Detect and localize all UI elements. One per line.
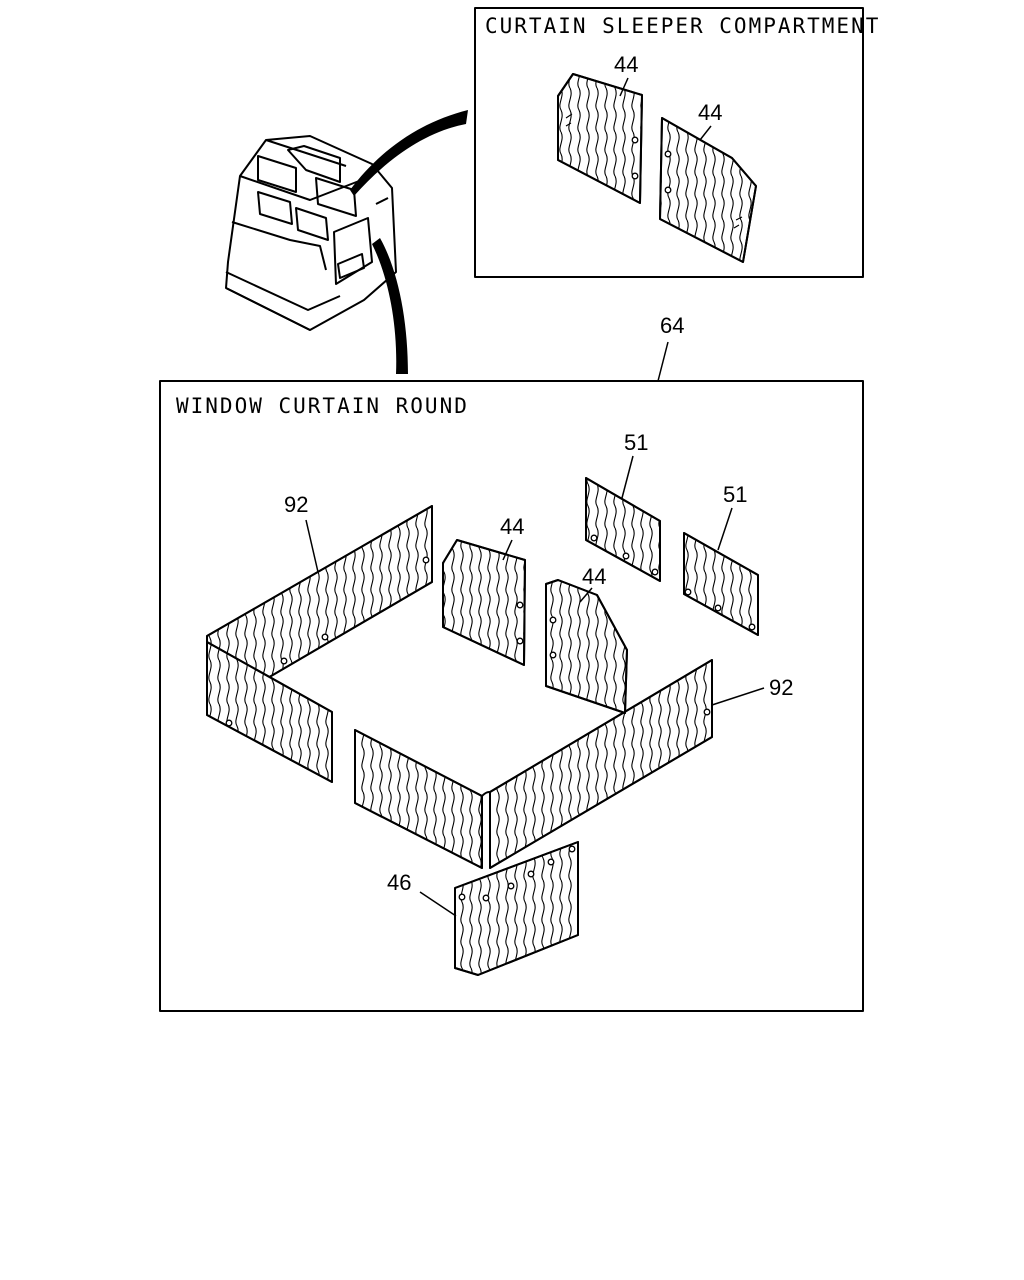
callout-sleeper-44-b: 44	[698, 100, 722, 125]
leader-46	[419, 891, 457, 917]
sleeper-curtain-panel-b	[659, 117, 757, 263]
curtain-panel-44-a	[442, 539, 526, 666]
leader-51-a	[621, 455, 634, 499]
connector-arc-sleeper	[350, 110, 468, 196]
callout-92-right: 92	[769, 675, 793, 700]
window-curtain-box: WINDOW CURTAIN ROUND	[159, 380, 864, 1012]
callout-92-left: 92	[284, 492, 308, 517]
curtain-panel-51-b	[683, 532, 759, 636]
leader-sleeper-44-b	[699, 125, 712, 141]
leader-92-left	[305, 519, 319, 573]
sleeper-curtain-panel-a	[557, 73, 643, 204]
callout-51-b: 51	[723, 482, 747, 507]
leader-assembly-64	[657, 341, 669, 382]
curtain-panel-92-right-front	[354, 729, 483, 869]
leader-sleeper-44-a	[619, 77, 629, 97]
window-box-title: WINDOW CURTAIN ROUND	[176, 394, 469, 418]
callout-44-b: 44	[582, 564, 606, 589]
curtain-panel-44-b	[545, 579, 628, 714]
sleeper-compartment-box: CURTAIN SLEEPER COMPARTMENT 44 44	[474, 7, 880, 278]
callout-51-a: 51	[624, 430, 648, 455]
leader-44-a	[502, 539, 513, 561]
connector-arc-window	[372, 238, 408, 374]
callout-46: 46	[387, 870, 411, 895]
sleeper-box-title: CURTAIN SLEEPER COMPARTMENT	[485, 14, 880, 38]
leader-92-right	[711, 687, 765, 706]
callout-sleeper-44-a: 44	[614, 52, 638, 77]
truck-cab-illustration	[225, 135, 397, 331]
leader-44-b	[579, 587, 593, 603]
callout-assembly-64: 64	[660, 313, 684, 338]
callout-44-a: 44	[500, 514, 524, 539]
leader-51-b	[717, 507, 733, 551]
